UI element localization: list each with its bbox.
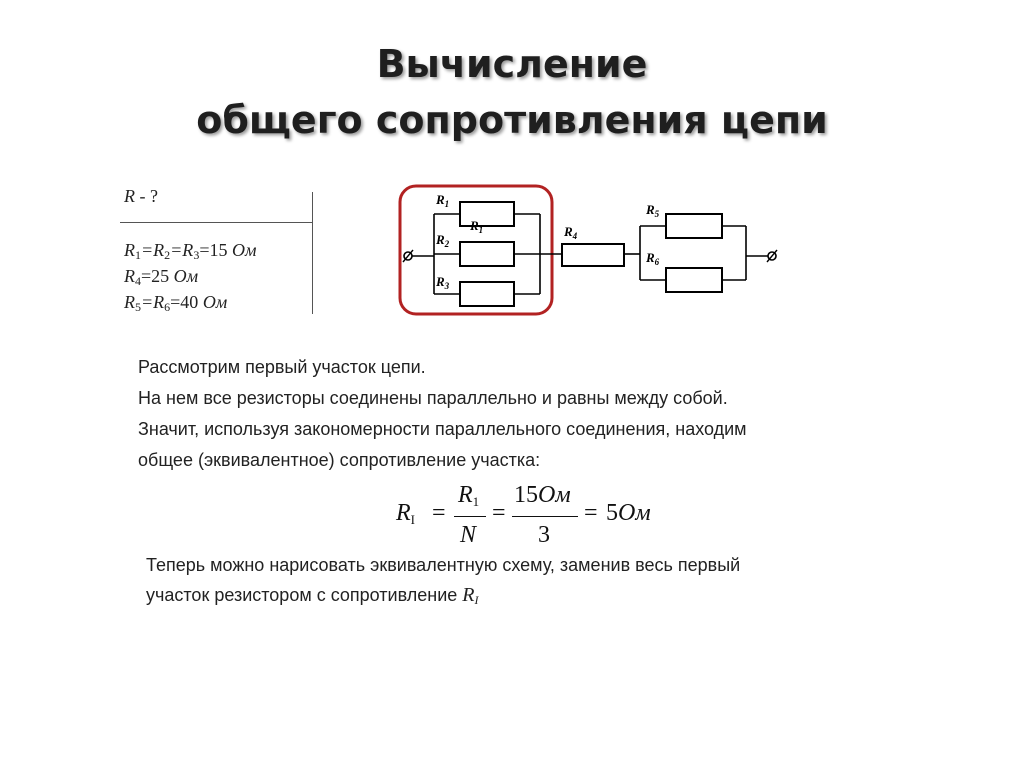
formula-den-1: N — [460, 522, 477, 548]
resistor-r1 — [459, 201, 515, 227]
formula-eq-1: = — [432, 500, 446, 526]
label-r4: R4 — [563, 224, 578, 241]
formula-num-2: 15Ом — [514, 482, 571, 508]
label-r1-inner: R1 — [469, 218, 483, 235]
label-r3: R3 — [435, 274, 450, 291]
equivalent-resistor-symbol: RI — [462, 584, 479, 607]
explanation-line-1: Рассмотрим первый участок цепи. — [138, 357, 426, 377]
given-block: R - ? R1=R2=R3=15 Ом R4=25 Ом R5=R6=40 О… — [120, 184, 314, 314]
title-line-2: общего сопротивления цепи — [196, 98, 828, 142]
formula-lhs: RI — [396, 500, 416, 527]
unknown-row: R - ? — [124, 186, 158, 206]
label-r5: R5 — [645, 202, 660, 219]
conclusion-line-2: участок резистором с сопротивление RI — [146, 584, 479, 607]
explanation-line-4: общее (эквивалентное) сопротивление учас… — [138, 450, 541, 470]
terminal-right-slash — [766, 249, 778, 263]
formula-result: 5Ом — [606, 500, 651, 526]
formula-fraction-bar-1 — [454, 516, 486, 517]
resistor-r3 — [459, 281, 515, 307]
conclusion-line-1: Теперь можно нарисовать эквивалентную сх… — [146, 555, 741, 575]
label-r6: R6 — [645, 250, 660, 267]
formula-eq-2: = — [492, 500, 506, 526]
explanation-line-3: Значит, используя закономерности паралле… — [138, 419, 747, 439]
given-divider-horizontal — [120, 222, 313, 223]
conclusion-paragraph: Теперь можно нарисовать эквивалентную сх… — [146, 550, 740, 615]
resistor-r4 — [561, 243, 625, 267]
terminal-left-slash — [402, 249, 414, 263]
given-r4: R4=25 Ом — [124, 266, 199, 288]
title-line-1: Вычисление — [376, 42, 648, 86]
slide-title: Вычисление общего сопротивления цепи — [0, 36, 1024, 148]
explanation-paragraph: Рассмотрим первый участок цепи. На нем в… — [138, 352, 747, 476]
given-r56: R5=R6=40 Ом — [124, 292, 228, 314]
resistor-r5 — [665, 213, 723, 239]
resistance-formula: RI = R1 N = 15Ом 3 = 5Ом — [396, 482, 676, 554]
resistor-r2 — [459, 241, 515, 267]
label-r1: R1 — [435, 192, 449, 209]
resistor-r6 — [665, 267, 723, 293]
formula-den-2: 3 — [538, 522, 550, 548]
label-r2: R2 — [435, 232, 450, 249]
circuit-diagram: R1 R1 R2 R3 R4 R5 R6 — [398, 184, 778, 316]
formula-fraction-bar-2 — [512, 516, 578, 517]
given-r123: R1=R2=R3=15 Ом — [124, 240, 257, 262]
formula-num-1: R1 — [458, 482, 480, 509]
formula-eq-3: = — [584, 500, 598, 526]
explanation-line-2: На нем все резисторы соединены параллель… — [138, 388, 728, 408]
section-highlight-frame — [398, 184, 554, 316]
given-divider-vertical — [312, 192, 313, 314]
